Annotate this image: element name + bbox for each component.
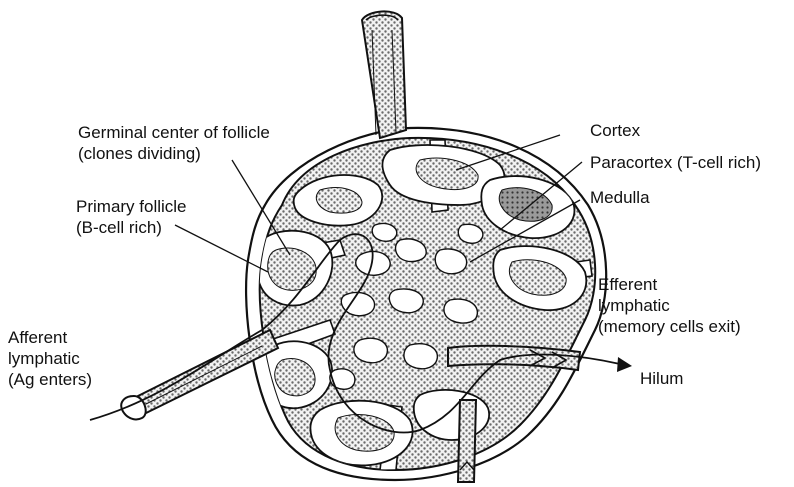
top-vessel — [362, 11, 406, 138]
label-line: Medulla — [590, 187, 650, 208]
medullary-sinus — [435, 249, 466, 274]
label-line: lymphatic — [598, 295, 741, 316]
label-line: Germinal center of follicle — [78, 122, 270, 143]
label-line: (Ag enters) — [8, 369, 92, 390]
label-line: Afferent — [8, 327, 92, 348]
label-line: Hilum — [640, 368, 683, 389]
label-line: Efferent — [598, 274, 741, 295]
medullary-sinus — [444, 299, 477, 323]
label-line: Cortex — [590, 120, 640, 141]
label-line: lymphatic — [8, 348, 92, 369]
medullary-sinus — [372, 223, 397, 241]
medullary-sinus — [396, 239, 427, 262]
medullary-sinus — [330, 369, 355, 389]
label-line: Primary follicle — [76, 196, 187, 217]
label-efferent-lymphatic: Efferent lymphatic (memory cells exit) — [598, 274, 741, 337]
label-paracortex: Paracortex (T-cell rich) — [590, 152, 761, 173]
label-primary-follicle: Primary follicle (B-cell rich) — [76, 196, 187, 238]
label-afferent-lymphatic: Afferent lymphatic (Ag enters) — [8, 327, 92, 390]
hilum-arrowhead — [617, 357, 632, 372]
label-line: (clones dividing) — [78, 143, 270, 164]
label-germinal-center: Germinal center of follicle (clones divi… — [78, 122, 270, 164]
medullary-sinus — [354, 338, 387, 363]
medullary-sinus — [389, 289, 423, 313]
label-hilum: Hilum — [640, 368, 683, 389]
label-medulla: Medulla — [590, 187, 650, 208]
medullary-sinus — [404, 344, 437, 369]
medullary-sinus — [458, 224, 483, 243]
label-line: Paracortex (T-cell rich) — [590, 152, 761, 173]
label-line: (memory cells exit) — [598, 316, 741, 337]
label-cortex: Cortex — [590, 120, 640, 141]
label-line: (B-cell rich) — [76, 217, 187, 238]
